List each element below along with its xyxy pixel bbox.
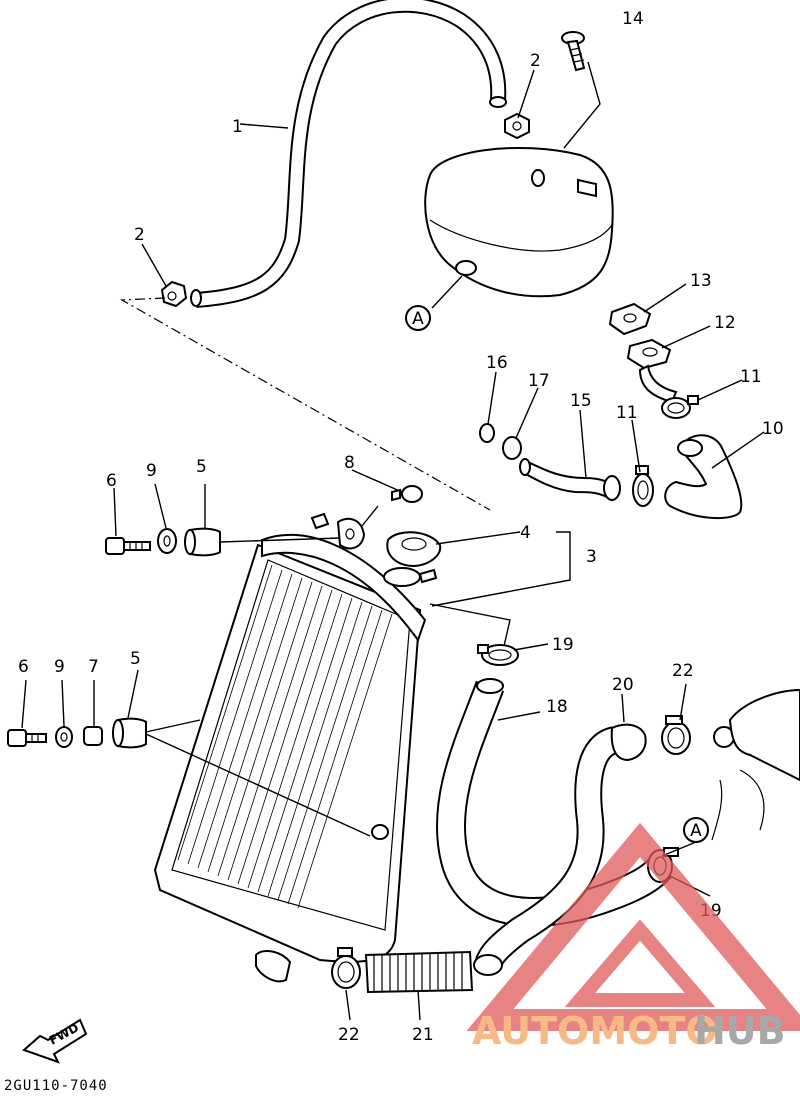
hose-10	[664, 434, 743, 520]
collar-7	[83, 726, 103, 746]
hose-clamp-11-upper	[661, 395, 699, 419]
radiator-bracket	[310, 512, 366, 550]
hose-clamp-19-upper	[477, 644, 519, 666]
hose-18	[436, 678, 672, 927]
callout-13: 13	[690, 271, 712, 291]
hose-15	[519, 458, 621, 502]
washer-9-lower	[55, 726, 73, 748]
corrugated-hose-21	[364, 950, 474, 994]
diagram-code: 2GU110-7040	[4, 1078, 108, 1094]
hose-clip-2-lower	[160, 280, 188, 308]
callout-18: 18	[546, 697, 568, 717]
callout-11-lower: 11	[616, 403, 638, 423]
callout-9-lower: 9	[54, 657, 65, 677]
callout-22-upper: 22	[672, 661, 694, 681]
watermark-text-hub: HUB	[694, 1009, 786, 1053]
hose-clamp-11-lower	[632, 465, 654, 507]
callout-7: 7	[88, 657, 99, 677]
callout-16: 16	[486, 353, 508, 373]
callout-1: 1	[232, 117, 243, 137]
callout-6-upper: 6	[106, 471, 117, 491]
callout-4: 4	[520, 523, 531, 543]
reservoir-tank	[424, 147, 614, 298]
callout-3: 3	[586, 547, 597, 567]
callout-5-upper: 5	[196, 457, 207, 477]
callout-19-upper: 19	[552, 635, 574, 655]
radiator	[153, 533, 427, 983]
automotohub-watermark: AUTOMOTO HUB	[466, 822, 800, 1053]
seal-13	[608, 302, 652, 336]
leader-lines	[21, 61, 765, 1021]
callout-5-lower: 5	[130, 649, 141, 669]
grommet-5-lower	[112, 717, 147, 749]
callout-21: 21	[412, 1025, 434, 1045]
callout-20: 20	[612, 675, 634, 695]
bolt-14	[561, 31, 586, 72]
callout-17: 17	[528, 371, 550, 391]
hose-clamp-22-upper	[661, 715, 691, 755]
callout-10: 10	[762, 419, 784, 439]
overflow-hose-1	[190, 0, 507, 308]
bolt-8	[391, 485, 423, 503]
callout-2-upper: 2	[530, 51, 541, 71]
o-ring-17	[502, 436, 522, 460]
radiator-filler-neck	[383, 567, 438, 587]
watermark-text-automoto: AUTOMOTO	[472, 1009, 718, 1053]
callout-22-lower: 22	[338, 1025, 360, 1045]
callout-14: 14	[622, 9, 644, 29]
grommet-5-upper	[184, 527, 221, 557]
callout-15: 15	[570, 391, 592, 411]
bolt-6-lower	[7, 729, 47, 747]
radiator-cap-4	[386, 531, 442, 568]
o-ring-16	[479, 423, 495, 443]
engine-outlet-fitting	[711, 688, 800, 841]
hose-clamp-22-lower	[331, 947, 361, 989]
reference-marker-a-top: A	[405, 305, 431, 331]
callout-11-upper: 11	[740, 367, 762, 387]
callout-12: 12	[714, 313, 736, 333]
callout-2-lower: 2	[134, 225, 145, 245]
reference-marker-a-bottom-label: A	[690, 821, 702, 841]
gasket-12	[626, 338, 672, 370]
reference-marker-a-top-label: A	[412, 309, 424, 329]
bolt-6-upper	[105, 537, 151, 555]
callout-9-upper: 9	[146, 461, 157, 481]
washer-9-upper	[157, 528, 177, 554]
callout-8: 8	[344, 453, 355, 473]
radiator-fins	[177, 564, 393, 909]
forward-direction-arrow: FWD	[22, 1018, 88, 1064]
pipe-20	[473, 723, 647, 976]
hose-clip-2-upper	[504, 112, 530, 140]
reference-marker-a-bottom: A	[683, 817, 709, 843]
callout-6-lower: 6	[18, 657, 29, 677]
reservoir-outlet-pipe	[638, 364, 678, 404]
